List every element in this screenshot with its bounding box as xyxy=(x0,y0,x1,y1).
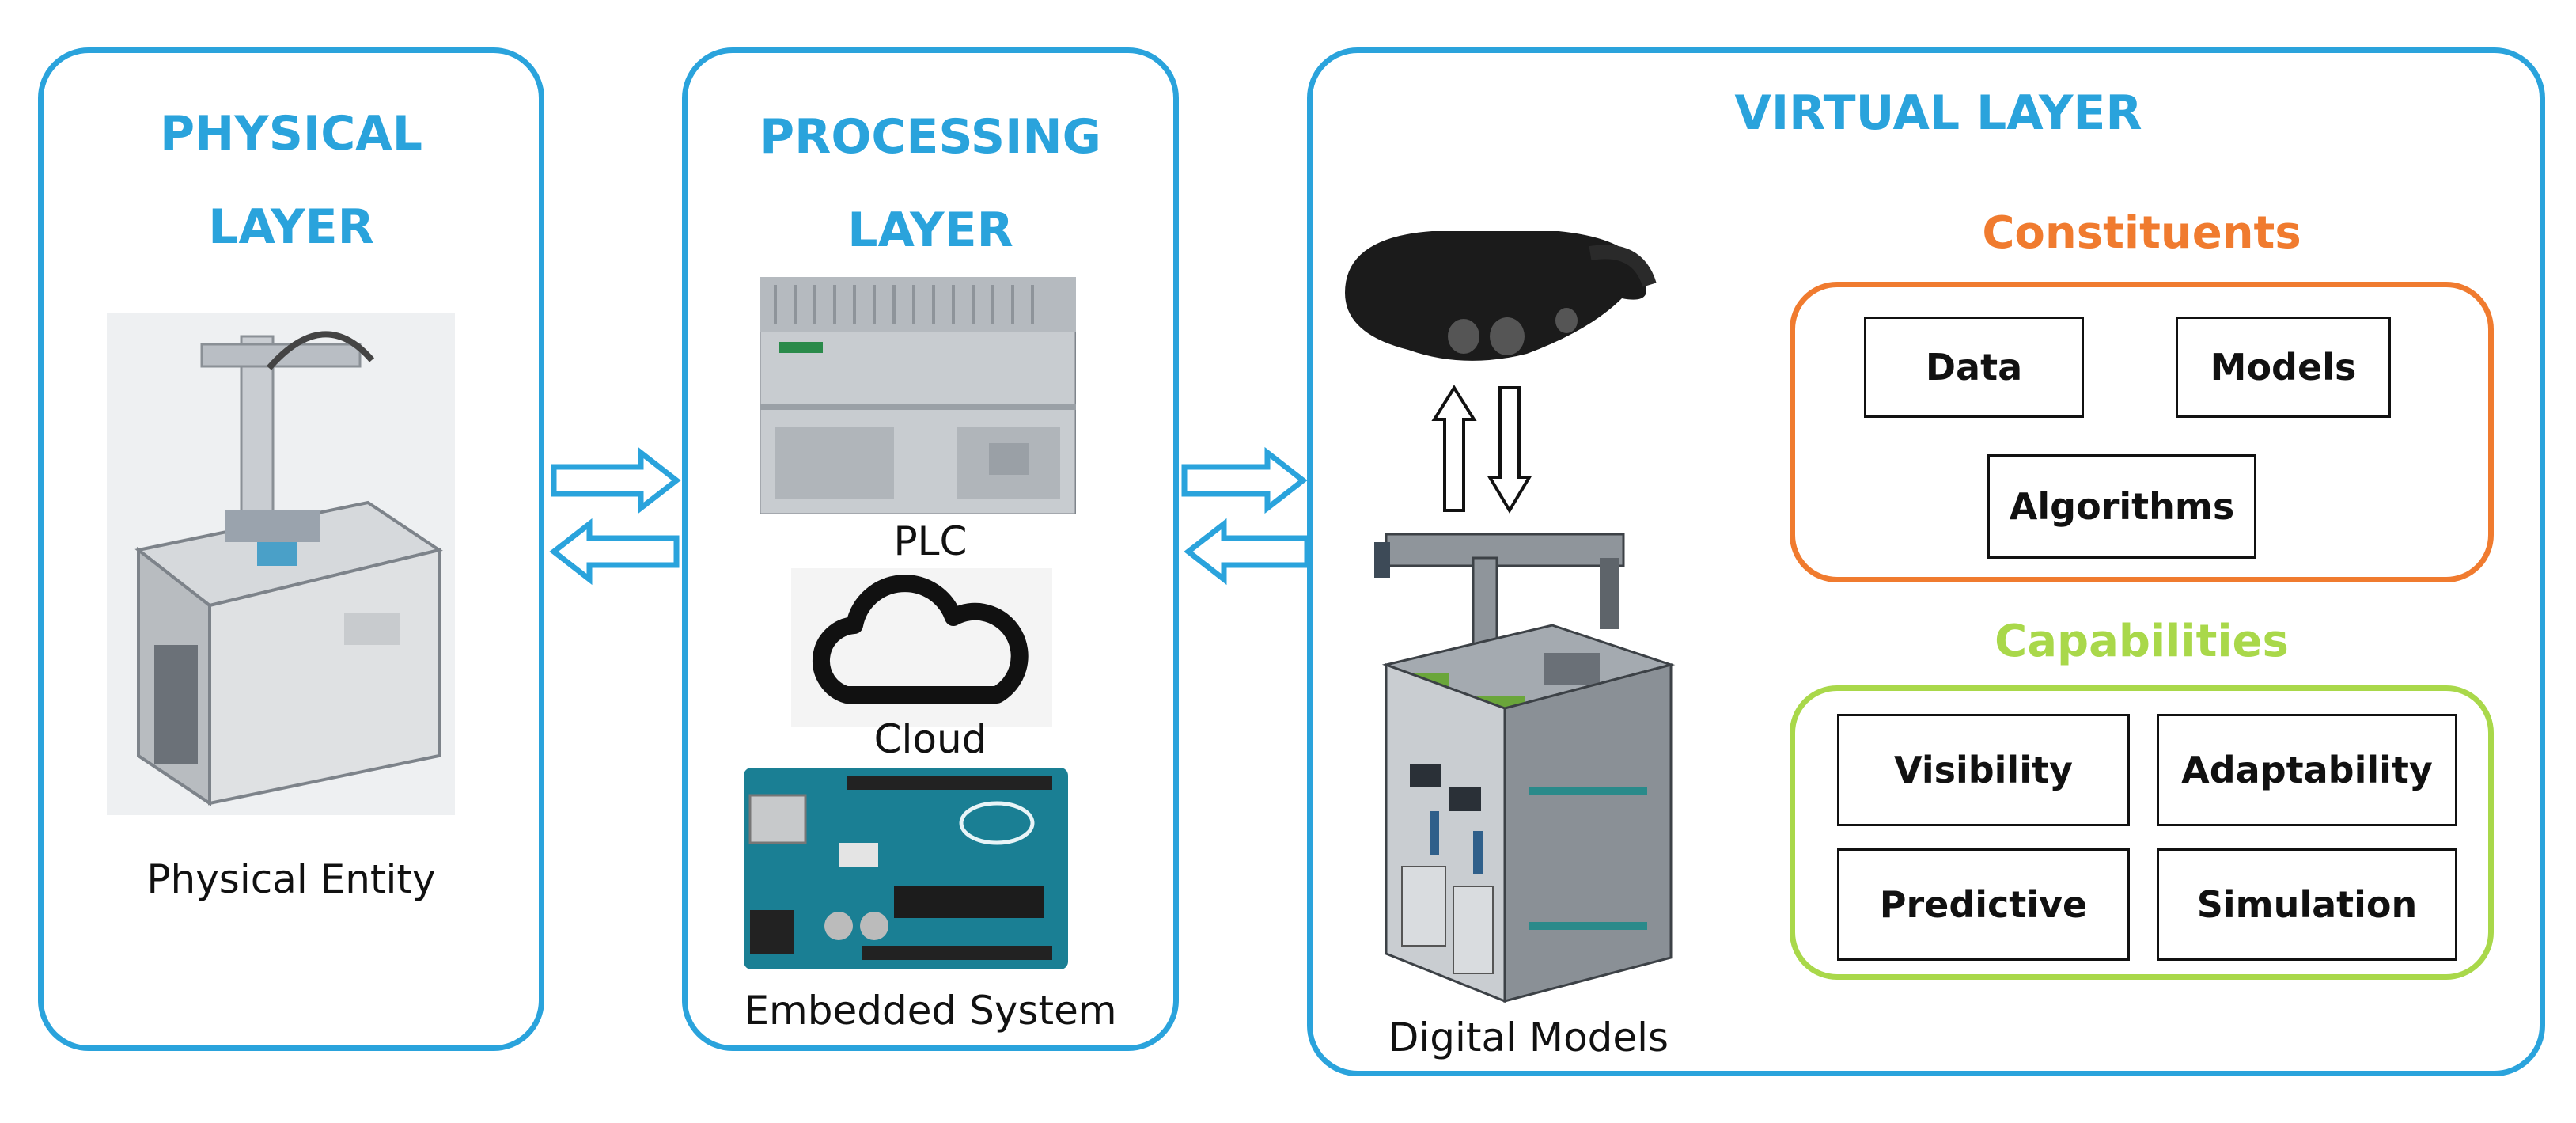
plc-caption: PLC xyxy=(893,518,968,564)
right-arrow-icon xyxy=(1181,446,1308,514)
headset-model-arrows xyxy=(1431,385,1532,514)
capability-visibility: Visibility xyxy=(1837,714,2130,826)
virtual-layer-title: VIRTUAL LAYER xyxy=(1734,85,2142,141)
capability-simulation: Simulation xyxy=(2157,848,2457,961)
physical-processing-arrows xyxy=(549,446,681,586)
constituent-algorithms: Algorithms xyxy=(1987,454,2256,559)
digital-models-caption: Digital Models xyxy=(1388,1015,1669,1060)
capabilities-title: Capabilities xyxy=(1995,616,2289,667)
capability-adaptability: Adaptability xyxy=(2157,714,2457,826)
up-arrow-icon xyxy=(1431,385,1477,512)
constituent-data: Data xyxy=(1864,317,2084,418)
left-arrow-icon xyxy=(549,518,680,586)
constituents-title: Constituents xyxy=(1982,207,2301,259)
embedded-board-image xyxy=(744,768,1068,969)
physical-layer-title: PHYSICAL LAYER xyxy=(160,106,422,255)
down-arrow-icon xyxy=(1487,386,1532,514)
physical-entity-caption: Physical Entity xyxy=(146,856,436,902)
cloud-icon xyxy=(791,568,1052,727)
constituents-panel xyxy=(1790,282,2494,582)
capabilities-panel xyxy=(1790,685,2494,980)
digital-model-image xyxy=(1374,533,1676,1003)
physical-station-image xyxy=(107,313,455,815)
cloud-caption: Cloud xyxy=(873,716,987,762)
left-arrow-icon xyxy=(1184,518,1310,586)
vr-headset-image xyxy=(1345,231,1657,361)
plc-image xyxy=(760,277,1076,514)
processing-virtual-arrows xyxy=(1181,446,1310,586)
capability-predictive: Predictive xyxy=(1837,848,2130,961)
right-arrow-icon xyxy=(551,446,681,514)
embedded-system-caption: Embedded System xyxy=(744,988,1117,1034)
constituent-models: Models xyxy=(2176,317,2391,418)
processing-layer-title: PROCESSING LAYER xyxy=(760,109,1101,258)
